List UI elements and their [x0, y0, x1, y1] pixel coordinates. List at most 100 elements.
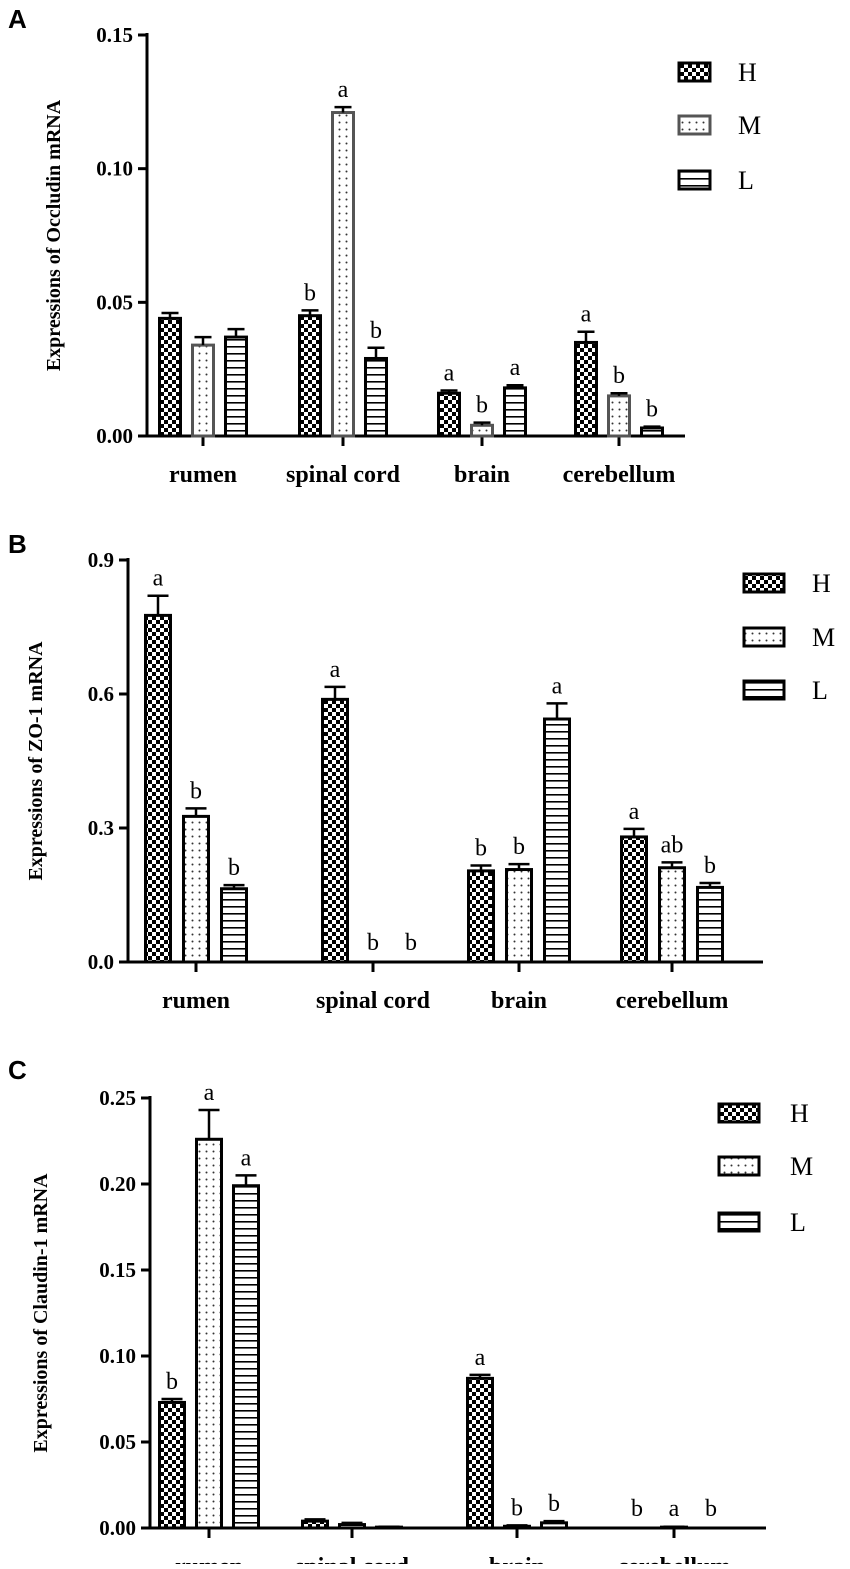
significance-label: ab	[661, 832, 684, 858]
significance-label: b	[475, 836, 487, 862]
legend-label-h: H	[738, 58, 757, 87]
legend-swatch-h	[717, 1102, 761, 1124]
y-tick-label: 0.0	[88, 950, 114, 974]
legend-swatch-m	[717, 1155, 761, 1177]
legend-label-m: M	[738, 111, 761, 140]
y-tick-label: 0.20	[99, 1172, 136, 1196]
bar-h	[301, 1519, 329, 1530]
legend-swatch-h	[677, 61, 712, 83]
bar-l	[696, 885, 724, 964]
bar-l	[364, 356, 388, 438]
legend-label-h: H	[790, 1099, 809, 1128]
significance-label: a	[338, 77, 349, 103]
significance-label: a	[669, 1496, 680, 1522]
significance-label: b	[511, 1495, 523, 1521]
bar-l	[220, 887, 248, 964]
bar-l	[640, 426, 664, 438]
bar-m	[470, 423, 494, 438]
significance-label: b	[405, 930, 417, 956]
significance-label: b	[304, 280, 316, 306]
y-axis-label: Expressions of ZO-1 mRNA	[25, 641, 47, 881]
bar-l	[540, 1521, 568, 1530]
bar-l	[224, 335, 248, 438]
y-tick-label: 0.15	[99, 1258, 136, 1282]
significance-label: a	[629, 799, 640, 825]
significance-label: b	[705, 1496, 717, 1522]
bar-m	[658, 866, 686, 964]
bar-l	[503, 386, 527, 438]
bar-h	[437, 391, 461, 438]
y-tick-label: 0.3	[88, 816, 114, 840]
significance-label: b	[476, 393, 488, 419]
bar-h	[158, 1400, 186, 1530]
x-category-label: cerebellum	[563, 462, 676, 488]
y-axis-label: Expressions of Claudin-1 mRNA	[30, 1173, 52, 1453]
bar-l	[543, 717, 571, 964]
x-category-label: rumen	[162, 988, 230, 1014]
significance-label: a	[330, 657, 341, 683]
legend-label-l: L	[812, 676, 828, 705]
x-category-label: cerebellum	[616, 988, 729, 1014]
legend-label-l: L	[790, 1208, 806, 1237]
legend-swatch-l	[742, 679, 786, 701]
legend-swatch-m	[677, 114, 712, 136]
bar-m	[191, 343, 215, 438]
legend-label-h: H	[812, 569, 831, 598]
bar-h	[467, 869, 495, 964]
bar-h	[321, 697, 349, 964]
significance-label: a	[153, 566, 164, 592]
significance-label: b	[166, 1369, 178, 1395]
bar-m	[182, 814, 210, 964]
legend-swatch-m	[742, 626, 786, 648]
significance-label: b	[704, 853, 716, 879]
x-category-label: spinal cord	[286, 462, 401, 488]
bar-l	[232, 1184, 260, 1530]
significance-label: b	[370, 318, 382, 344]
bar-h	[298, 314, 322, 438]
x-category-label: spinal cord	[295, 1554, 410, 1564]
x-category-label: brain	[454, 462, 510, 488]
legend-label-m: M	[790, 1152, 813, 1181]
bar-m	[607, 394, 631, 438]
panel-letter: B	[8, 529, 27, 559]
x-category-label: cerebellum	[618, 1554, 731, 1564]
y-tick-label: 0.6	[88, 682, 114, 706]
y-tick-label: 0.05	[99, 1430, 136, 1454]
significance-label: b	[367, 930, 379, 956]
panel-letter: A	[8, 4, 27, 34]
y-tick-label: 0.25	[99, 1086, 136, 1110]
bar-h	[466, 1376, 494, 1530]
significance-label: b	[646, 397, 658, 423]
legend-swatch-l	[677, 169, 712, 191]
legend-swatch-h	[742, 572, 786, 594]
significance-label: a	[444, 361, 455, 387]
x-category-label: rumen	[169, 462, 237, 488]
bar-m	[331, 111, 355, 438]
significance-label: a	[241, 1145, 252, 1171]
y-tick-label: 0.00	[99, 1516, 136, 1540]
y-tick-label: 0.9	[88, 548, 114, 572]
y-tick-label: 0.00	[96, 424, 133, 448]
x-category-label: brain	[491, 988, 547, 1014]
panel-letter: C	[8, 1055, 27, 1085]
significance-label: b	[613, 363, 625, 389]
y-tick-label: 0.05	[96, 290, 133, 314]
legend-label-m: M	[812, 623, 835, 652]
x-category-label: rumen	[175, 1554, 243, 1564]
significance-label: b	[631, 1496, 643, 1522]
y-tick-label: 0.10	[99, 1344, 136, 1368]
bar-h	[158, 316, 182, 438]
y-axis-label: Expressions of Occludin mRNA	[43, 99, 65, 371]
bar-m	[195, 1137, 223, 1530]
y-tick-label: 0.10	[96, 157, 133, 181]
significance-label: a	[581, 302, 592, 328]
significance-label: b	[228, 855, 240, 881]
significance-label: a	[552, 673, 563, 699]
bar-m	[338, 1523, 366, 1530]
x-category-label: brain	[489, 1554, 545, 1564]
legend-swatch-l	[717, 1211, 761, 1233]
